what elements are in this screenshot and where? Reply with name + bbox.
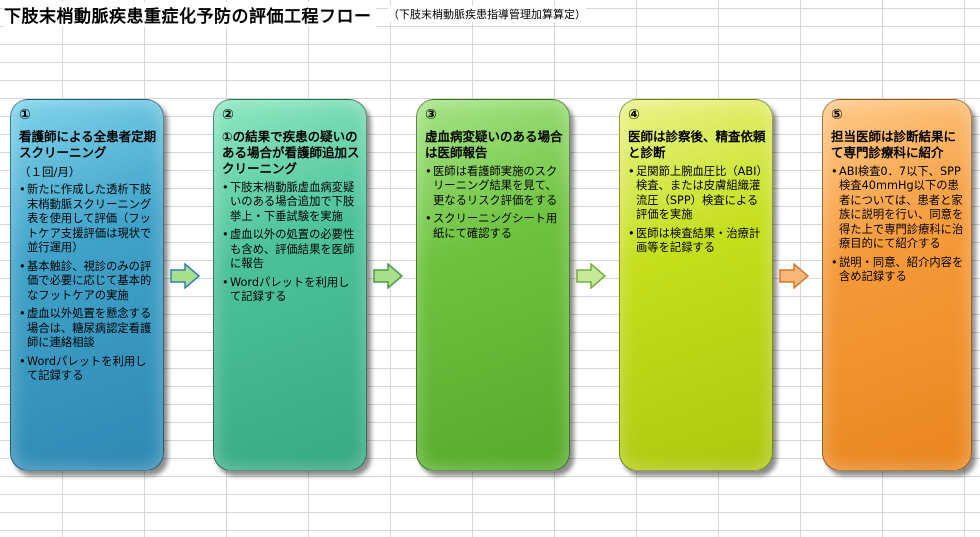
step-heading: 医師は診察後、精査依頼と診断 [628, 128, 766, 160]
step-number: ① [19, 107, 31, 123]
step-bullet: Wordパレットを利用して記録する [19, 355, 157, 384]
step-bullet-list: 足関節上腕血圧比（ABI）検査、または皮膚組織灌流圧（SPP）検査による評価を実… [628, 165, 766, 256]
step-2-box: ② ①の結果で疾患の疑いのある場合が看護師追加スクリーニング 下肢末梢動脈虚血病… [213, 99, 367, 471]
step-bullet: 医師は看護師実施のスクリーニング結果を見て、更なるリスク評価をする [425, 165, 563, 209]
step-bullet: ABI検査0．7以下、SPP検査40mmHg以下の患者については、患者と家族に説… [831, 165, 965, 252]
step-number: ④ [628, 107, 640, 123]
step-heading: 看護師による全患者定期スクリーニング [19, 128, 157, 160]
step-bullet-list: 新たに作成した透析下肢末梢動脈スクリーニング表を使用して評価（フットケア支援評価… [19, 183, 157, 384]
step-bullet: Wordパレットを利用して記録する [222, 276, 360, 305]
step-number: ⑤ [831, 107, 843, 123]
step-subheading: （１回/月） [19, 164, 81, 179]
step-bullet: 説明・同意、紹介内容を含め記録する [831, 256, 965, 285]
step-bullet: 新たに作成した透析下肢末梢動脈スクリーニング表を使用して評価（フットケア支援評価… [19, 183, 157, 256]
arrow-right-icon [170, 263, 200, 289]
step-heading: 虚血病変疑いのある場合は医師報告 [425, 128, 563, 160]
arrow-right-icon [576, 263, 606, 289]
step-1-box: ① 看護師による全患者定期スクリーニング （１回/月） 新たに作成した透析下肢末… [10, 99, 164, 471]
step-3-box: ③ 虚血病変疑いのある場合は医師報告 医師は看護師実施のスクリーニング結果を見て… [416, 99, 570, 471]
arrow-right-icon [373, 263, 403, 289]
step-bullet: スクリーニングシート用紙にて確認する [425, 212, 563, 241]
step-number: ③ [425, 107, 437, 123]
step-bullet: 足関節上腕血圧比（ABI）検査、または皮膚組織灌流圧（SPP）検査による評価を実… [628, 165, 766, 223]
step-5-box: ⑤ 担当医師は診断結果にて専門診療科に紹介 ABI検査0．7以下、SPP検査40… [822, 99, 972, 471]
step-bullet-list: ABI検査0．7以下、SPP検査40mmHg以下の患者については、患者と家族に説… [831, 165, 965, 285]
step-4-box: ④ 医師は診察後、精査依頼と診断 足関節上腕血圧比（ABI）検査、または皮膚組織… [619, 99, 773, 471]
page-subtitle: （下肢末梢動脈疾患指導管理加算算定） [388, 6, 586, 22]
step-heading: 担当医師は診断結果にて専門診療科に紹介 [831, 128, 957, 160]
step-bullet: 虚血以外処置を懸念する場合は、糖尿病認定看護師に連絡相談 [19, 307, 157, 351]
step-bullet: 虚血以外の処置の必要性も含め、評価結果を医師に報告 [222, 228, 360, 272]
step-bullet: 医師は検査結果・治療計画等を記録する [628, 227, 766, 256]
step-bullet-list: 下肢末梢動脈虚血病変疑いのある場合追加で下肢挙上・下垂試験を実施 虚血以外の処置… [222, 181, 360, 305]
step-bullet-list: 医師は看護師実施のスクリーニング結果を見て、更なるリスク評価をする スクリーニン… [425, 165, 563, 242]
step-bullet: 基本触診、視診のみの評価で必要に応じて基本的なフットケアの実施 [19, 260, 157, 304]
step-bullet: 下肢末梢動脈虚血病変疑いのある場合追加で下肢挙上・下垂試験を実施 [222, 181, 360, 225]
step-heading: ①の結果で疾患の疑いのある場合が看護師追加スクリーニング [222, 128, 360, 176]
step-number: ② [222, 107, 234, 123]
page-title: 下肢末梢動脈疾患重症化予防の評価工程フロー [4, 2, 376, 27]
arrow-right-icon [779, 263, 809, 289]
